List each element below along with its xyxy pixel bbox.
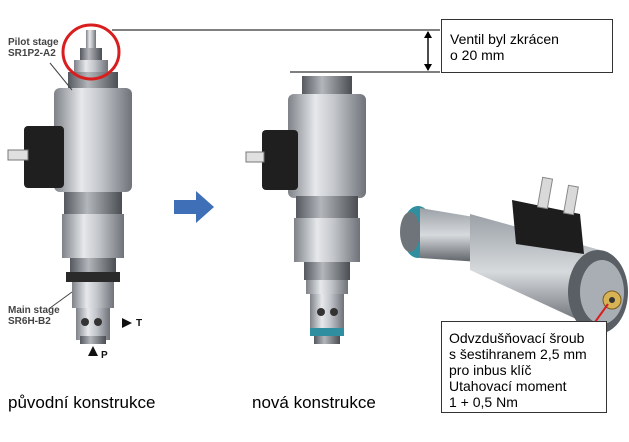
transition-arrow-icon xyxy=(174,191,214,223)
main-stage-title: Main stage xyxy=(8,305,60,316)
screw-note-line1: Odvzdušňovací šroub xyxy=(449,330,585,346)
port-t-label: T xyxy=(136,318,143,329)
screw-note-line2: s šestihranem 2,5 mm xyxy=(449,346,587,362)
original-valve xyxy=(7,30,132,344)
screw-note-line3: pro inbus klíč xyxy=(449,362,532,378)
main-stage-code: SR6H-B2 xyxy=(8,316,51,327)
screw-note-line4: Utahovací moment xyxy=(449,378,567,394)
new-valve xyxy=(245,76,366,344)
port-p-label: P xyxy=(101,350,108,361)
pilot-stage-label: Pilot stage SR1P2-A2 xyxy=(8,37,59,59)
shortened-note-line1: Ventil byl zkrácen xyxy=(450,31,559,47)
screw-note-line5: 1 + 0,5 Nm xyxy=(449,394,518,410)
caption-new: nová konstrukce xyxy=(252,393,376,412)
shortened-note: Ventil byl zkrácen o 20 mm xyxy=(441,19,613,73)
caption-original: původní konstrukce xyxy=(8,393,156,412)
pilot-stage-code: SR1P2-A2 xyxy=(8,48,56,59)
port-t-arrow-icon xyxy=(122,318,132,328)
main-stage-label: Main stage SR6H-B2 xyxy=(8,305,60,327)
screw-note: Odvzdušňovací šroub s šestihranem 2,5 mm… xyxy=(441,321,607,413)
highlight-circle xyxy=(61,23,121,81)
valve-photo xyxy=(380,176,629,350)
shortened-note-line2: o 20 mm xyxy=(450,47,505,63)
pilot-stage-title: Pilot stage xyxy=(8,37,59,48)
port-p-arrow-icon xyxy=(88,346,98,356)
